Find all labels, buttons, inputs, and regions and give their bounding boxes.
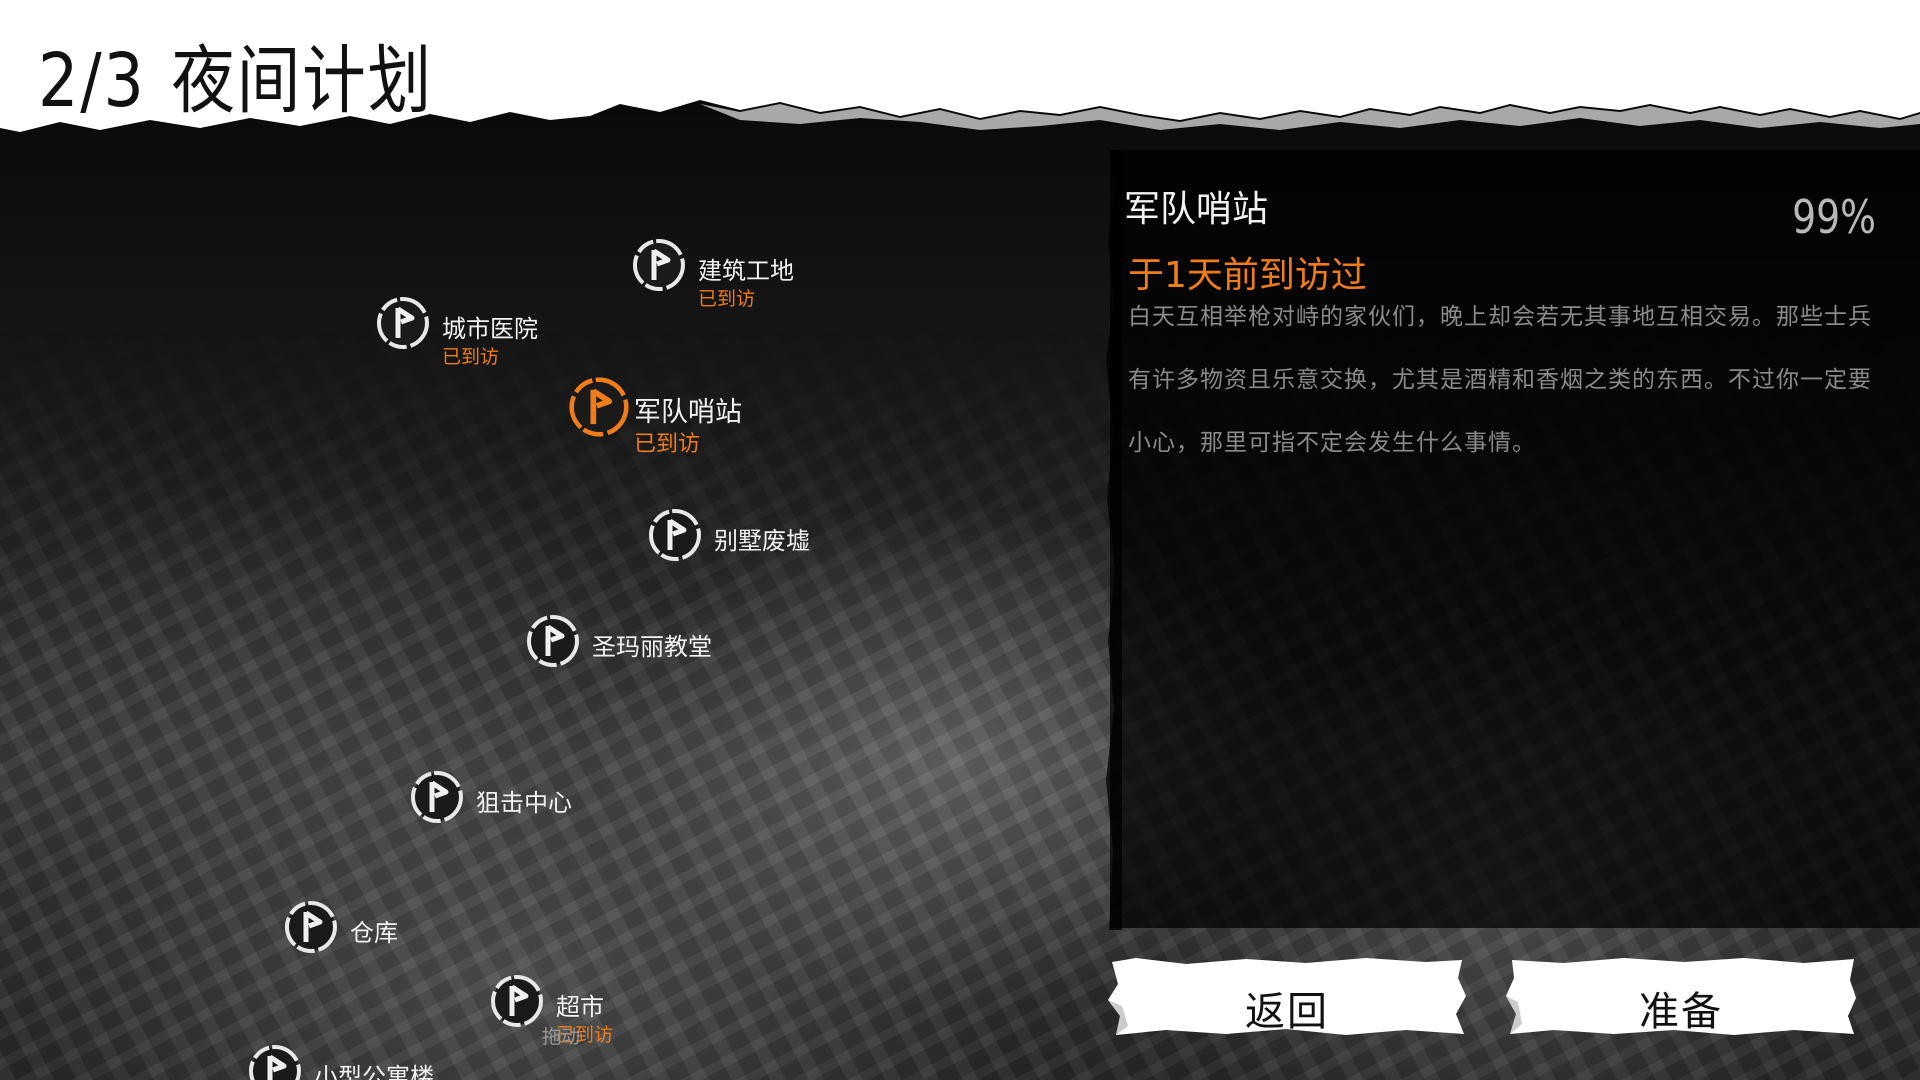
drag-hint: 拖动 [542,1026,581,1048]
panel-rough-edge [1106,150,1122,930]
title-text: 夜间计划 [171,38,433,124]
explore-progress: 99% [1792,190,1876,244]
page-indicator: 2/3 [38,38,146,124]
flag-circle-icon [649,509,701,561]
flag-circle-icon [411,771,463,823]
flag-circle-icon [377,297,429,349]
back-button[interactable]: 返回 [1106,956,1468,1036]
torn-paper-header [0,0,1920,132]
detail-location-name: 军队哨站 [1124,189,1269,230]
location-name: 建筑工地 [698,257,794,285]
flag-circle-icon [249,1045,301,1080]
location-name: 狙击中心 [476,789,572,817]
location-name: 别墅废墟 [714,527,810,555]
location-description: 白天互相举枪对峙的家伙们，晚上却会若无其事地互相交易。那些士兵有许多物资且乐意交… [1128,304,1872,456]
location-name: 圣玛丽教堂 [592,633,712,661]
flag-circle-icon [633,239,685,291]
location-name: 城市医院 [442,315,538,343]
location-name: 超市 [556,993,604,1021]
page-title: 2/3 夜间计划 [38,36,433,126]
location-name: 军队哨站 [634,397,742,428]
location-detail-panel [1110,150,1920,928]
location-name: 仓库 [350,919,398,947]
visited-badge: 已到访 [442,346,500,368]
visit-info: 于1天前到访过 [1128,255,1367,296]
flag-circle-icon [285,901,337,953]
flag-circle-icon [569,377,629,437]
ready-button-label: 准备 [1639,989,1723,1035]
visited-badge: 已到访 [634,432,701,457]
torn-paper-button-shape [1506,958,1856,1035]
location-name: 小型公寓楼 [314,1063,434,1080]
flag-circle-icon [491,975,543,1027]
ready-button[interactable]: 准备 [1504,956,1858,1036]
torn-paper-button-shape [1108,958,1466,1035]
visited-badge: 已到访 [556,1024,614,1046]
flag-circle-icon [527,615,579,667]
back-button-label: 返回 [1245,989,1329,1035]
visited-badge: 已到访 [698,288,756,310]
